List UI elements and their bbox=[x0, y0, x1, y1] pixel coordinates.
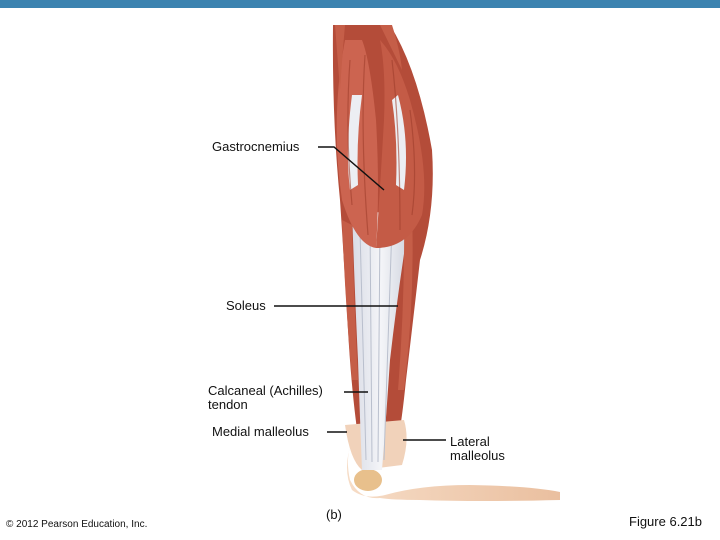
lateral-head-tendon bbox=[392, 95, 406, 190]
tendon-fibers bbox=[359, 224, 393, 463]
label-lateral-malleolus: Lateral malleolus bbox=[450, 434, 505, 463]
medial-head-tendon bbox=[347, 95, 362, 190]
panel-letter: (b) bbox=[326, 507, 342, 522]
copyright-notice: © 2012 Pearson Education, Inc. bbox=[6, 519, 148, 530]
header-bar bbox=[0, 0, 720, 8]
label-calcaneal-tendon: Calcaneal (Achilles) tendon bbox=[208, 383, 323, 412]
soleus-left bbox=[342, 220, 358, 380]
label-medial-malleolus: Medial malleolus bbox=[212, 424, 309, 439]
label-gastrocnemius: Gastrocnemius bbox=[212, 139, 300, 154]
upper-muscles bbox=[335, 25, 402, 90]
figure-number: Figure 6.21b bbox=[629, 514, 702, 529]
heel bbox=[347, 440, 560, 501]
calcaneus-knob bbox=[354, 469, 382, 491]
label-soleus: Soleus bbox=[226, 298, 266, 313]
leader-gastrocnemius bbox=[318, 146, 385, 191]
muscle-striations bbox=[347, 54, 416, 236]
soleus-right bbox=[398, 210, 413, 390]
achilles-tendon bbox=[352, 210, 410, 470]
